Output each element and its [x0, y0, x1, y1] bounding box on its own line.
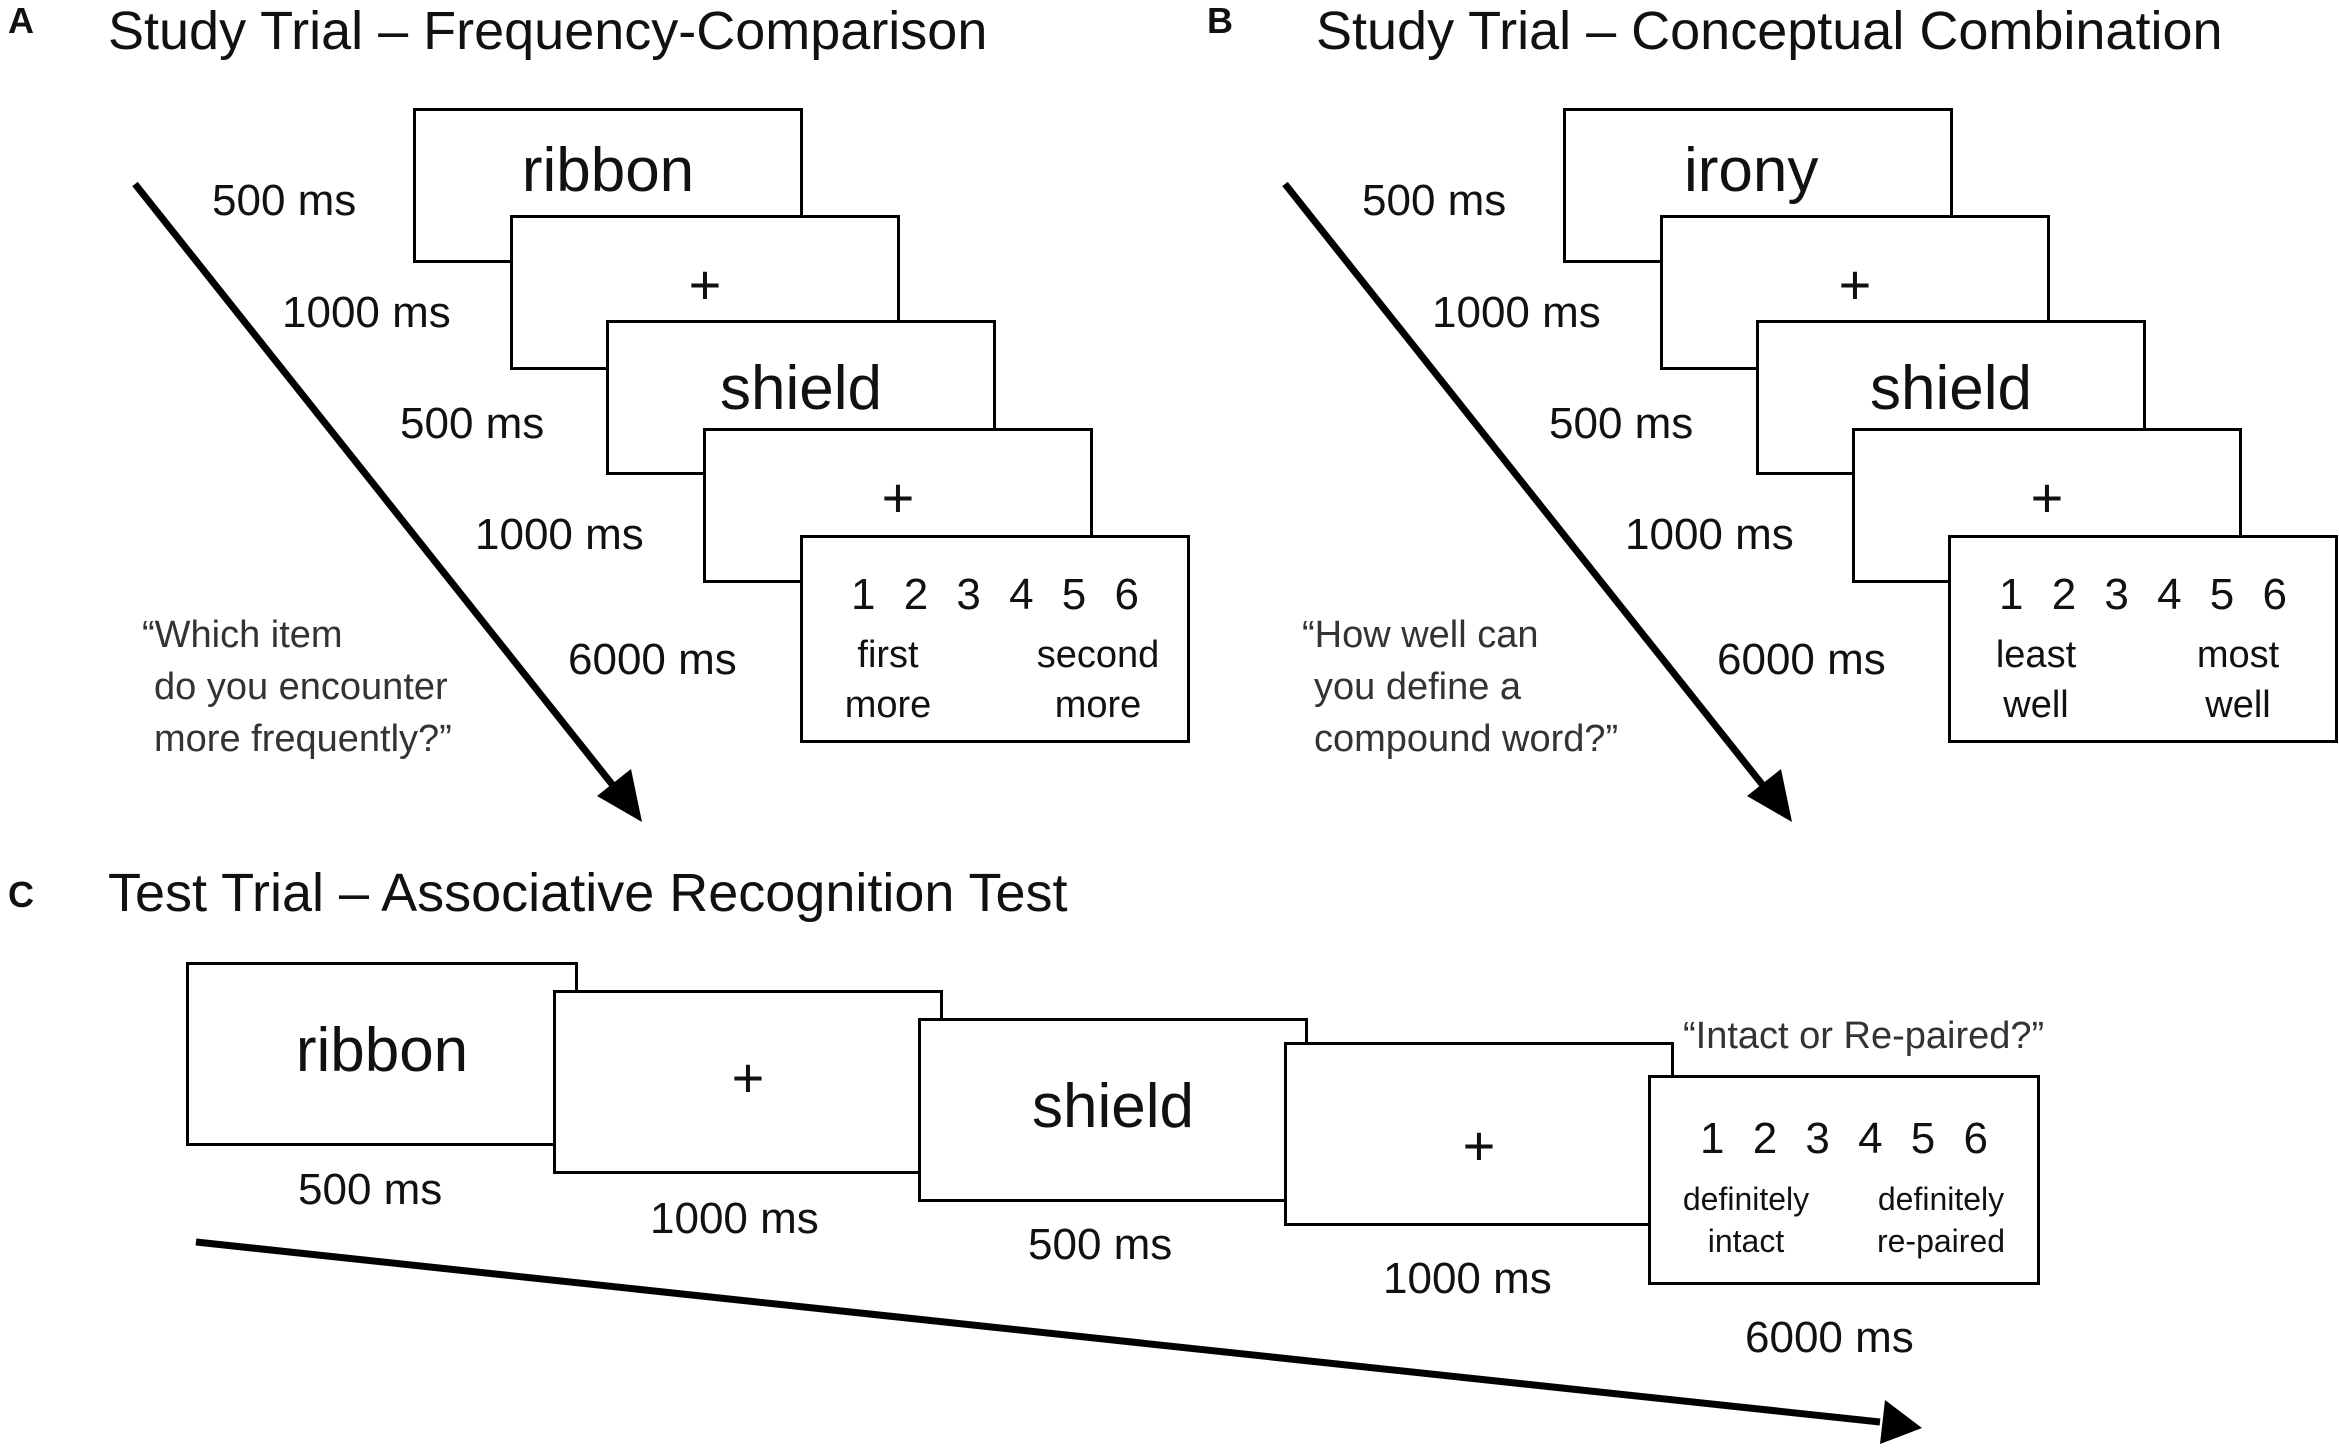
panel-a-question: “Which item do you encounter more freque…: [142, 609, 452, 765]
panel-c-anchor-low-line2: intact: [1707, 1223, 1785, 1259]
panel-b-title: Study Trial – Conceptual Combination: [1316, 1, 2223, 61]
panel-c-anchor-low: definitely intact: [1661, 1178, 1831, 1262]
panel-b-question-line3: compound word?”: [1314, 718, 1619, 760]
panel-c-word1: ribbon: [295, 1016, 469, 1085]
panel-c-timing-2: 1000 ms: [650, 1194, 819, 1243]
panel-a-word1: ribbon: [521, 136, 695, 205]
panel-a-question-line3: more frequently?”: [154, 718, 452, 760]
panel-c-time-arrow: [195, 1238, 1922, 1444]
panel-a-timing-1: 500 ms: [212, 176, 357, 225]
panel-c-timing-3: 500 ms: [1028, 1220, 1173, 1269]
panel-b-anchor-low: least well: [1971, 630, 2101, 730]
panel-c-fixation1: +: [731, 1046, 765, 1109]
panel-a-fixation1: +: [688, 253, 722, 316]
panel-a-question-line1: “Which item: [142, 614, 343, 656]
panel-b-word1: irony: [1684, 136, 1819, 205]
panel-c-fixation2: +: [1462, 1114, 1496, 1177]
panel-a-rating-frame: 1 2 3 4 5 6 first more second more: [800, 535, 1190, 743]
panel-b-time-arrow: [1282, 181, 1792, 822]
panel-b-question: “How well can you define a compound word…: [1302, 609, 1618, 765]
panel-a-anchor-high-line1: second: [1036, 634, 1160, 676]
panel-b-timing-1: 500 ms: [1362, 176, 1507, 225]
panel-c-title: Test Trial – Associative Recognition Tes…: [108, 863, 1068, 923]
panel-a-timing-2: 1000 ms: [282, 288, 451, 337]
panel-a-timing-3: 500 ms: [400, 399, 545, 448]
panel-b-rating-frame: 1 2 3 4 5 6 least well most well: [1948, 535, 2338, 743]
panel-c-anchor-high-line1: definitely: [1877, 1181, 2005, 1217]
panel-a-anchor-low-line1: first: [857, 634, 919, 676]
panel-c-question: “Intact or Re-paired?”: [1683, 1015, 2045, 1057]
panel-a-letter: A: [8, 0, 34, 41]
panel-c-anchor-high-line2: re-paired: [1876, 1223, 2006, 1259]
panel-b-question-line2: you define a: [1314, 666, 1522, 708]
panel-b-anchor-high: most well: [2173, 630, 2303, 730]
panel-b-anchor-low-line1: least: [1995, 634, 2077, 676]
panel-c-rating-frame: 1 2 3 4 5 6 definitely intact definitely…: [1648, 1075, 2040, 1285]
panel-b-question-line1: “How well can: [1302, 614, 1539, 656]
panel-b-word2: shield: [1870, 354, 2032, 423]
panel-c-word2-frame: shield: [918, 1018, 1308, 1202]
panel-a-title: Study Trial – Frequency-Comparison: [108, 1, 988, 61]
panel-a-timing-5: 6000 ms: [568, 635, 737, 684]
panel-b-anchor-high-line2: well: [2205, 684, 2271, 726]
panel-a-question-line2: do you encounter: [154, 666, 448, 708]
panel-a-timing-4: 1000 ms: [475, 510, 644, 559]
panel-b-letter: B: [1207, 0, 1233, 41]
panel-c-timing-1: 500 ms: [298, 1165, 443, 1214]
panel-b-timing-3: 500 ms: [1549, 399, 1694, 448]
panel-a-fixation2: +: [881, 466, 915, 529]
panel-c-fixation2-frame: +: [1284, 1042, 1674, 1226]
panel-c-anchor-high: definitely re-paired: [1851, 1178, 2031, 1262]
panel-c-timing-4: 1000 ms: [1383, 1254, 1552, 1303]
panel-c-word1-frame: ribbon: [186, 962, 578, 1146]
panel-b-anchor-low-line2: well: [2003, 684, 2069, 726]
panel-a-anchor-low-line2: more: [844, 684, 932, 726]
panel-a-time-arrow: [132, 181, 642, 822]
panel-c-word2: shield: [1032, 1072, 1194, 1141]
panel-b-timing-5: 6000 ms: [1717, 635, 1886, 684]
panel-b-fixation2: +: [2030, 466, 2064, 529]
panel-c-letter: C: [8, 874, 34, 915]
panel-c-timing-5: 6000 ms: [1745, 1313, 1914, 1362]
panel-a-scale-numbers: 1 2 3 4 5 6: [851, 570, 1139, 619]
panel-a-anchor-high: second more: [1023, 630, 1173, 730]
panel-b-timing-4: 1000 ms: [1625, 510, 1794, 559]
panel-b-fixation1: +: [1838, 253, 1872, 316]
panel-b-timing-2: 1000 ms: [1432, 288, 1601, 337]
panel-b-anchor-high-line1: most: [2196, 634, 2280, 676]
panel-a-anchor-low: first more: [823, 630, 953, 730]
panel-a-anchor-high-line2: more: [1054, 684, 1142, 726]
panel-c-anchor-low-line1: definitely: [1682, 1181, 1810, 1217]
panel-c-scale-numbers: 1 2 3 4 5 6: [1700, 1114, 1988, 1163]
panel-a-word2: shield: [720, 354, 882, 423]
panel-b-scale-numbers: 1 2 3 4 5 6: [1999, 570, 2287, 619]
